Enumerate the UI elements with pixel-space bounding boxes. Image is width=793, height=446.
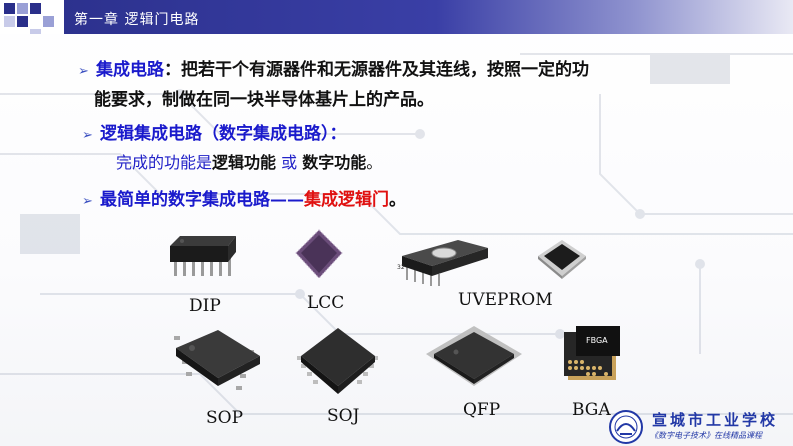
school-emblem-icon bbox=[609, 410, 643, 444]
logic-ic-description: 完成的功能是逻辑功能 或 数字功能。 bbox=[116, 152, 382, 174]
label-qfp: QFP bbox=[463, 400, 501, 420]
bullet-simplest-ic: ➢ 最简单的数字集成电路——集成逻辑门。 bbox=[82, 188, 406, 214]
label-bga: BGA bbox=[572, 400, 611, 420]
fbga-chip-image bbox=[564, 326, 620, 380]
uveprom-chip-image bbox=[402, 240, 488, 286]
soj-chip-image bbox=[297, 328, 378, 394]
chapter-title: 第一章 逻辑门电路 bbox=[74, 12, 200, 28]
term-integrated-circuit: 集成电路 bbox=[96, 60, 164, 80]
label-soj: SOJ bbox=[327, 406, 360, 426]
square-chip-image bbox=[538, 240, 586, 279]
simplest-ic-text: 最简单的数字集成电路—— bbox=[100, 190, 304, 210]
logic-ic-heading: 逻辑集成电路（数字集成电路）： bbox=[100, 124, 347, 144]
school-name: 宣城市工业学校 bbox=[652, 411, 779, 429]
arrow-bullet-icon: ➢ bbox=[82, 128, 93, 143]
simplest-ic-end: 。 bbox=[389, 190, 406, 210]
sop-chip-image bbox=[174, 330, 260, 390]
bullet-logic-ic: ➢ 逻辑集成电路（数字集成电路）： bbox=[82, 122, 347, 148]
definition-line-1: ：把若干个有源器件和无源器件及其连线，按照一定的功 bbox=[164, 60, 589, 80]
header-bar: 第一章 逻辑门电路 bbox=[0, 0, 793, 34]
qfp-chip-image bbox=[426, 326, 522, 386]
uveprom-pin-number: 32 bbox=[397, 264, 405, 271]
label-uveprom: UVEPROM bbox=[458, 290, 553, 310]
definition-line-2: 能要求，制做在同一块半导体基片上的产品。 bbox=[94, 90, 434, 110]
description-prefix: 完成的功能是 bbox=[116, 153, 213, 172]
course-name: 《数字电子技术》在线精品课程 bbox=[650, 431, 762, 440]
bullet-integrated-circuit: ➢ 集成电路：把若干个有源器件和无源器件及其连线，按照一定的功 bbox=[78, 58, 589, 84]
label-dip: DIP bbox=[189, 296, 221, 316]
arrow-bullet-icon: ➢ bbox=[78, 64, 89, 79]
checker-squares-logo bbox=[0, 0, 64, 34]
fbga-marking: FBGA bbox=[586, 336, 608, 345]
or-word: 或 bbox=[276, 153, 303, 172]
label-sop: SOP bbox=[206, 408, 244, 428]
school-logo: 宣城市工业学校 《数字电子技术》在线精品课程 bbox=[600, 408, 793, 446]
dip-chip-image bbox=[170, 236, 236, 276]
lcc-chip-image bbox=[295, 229, 343, 279]
arrow-bullet-icon: ➢ bbox=[82, 194, 93, 209]
digital-function: 数字功能 bbox=[302, 153, 367, 172]
integrated-logic-gate: 集成逻辑门 bbox=[304, 190, 389, 210]
label-lcc: LCC bbox=[307, 293, 345, 313]
description-end: 。 bbox=[366, 153, 383, 172]
circuit-background bbox=[0, 53, 793, 415]
logic-function: 逻辑功能 bbox=[212, 153, 277, 172]
